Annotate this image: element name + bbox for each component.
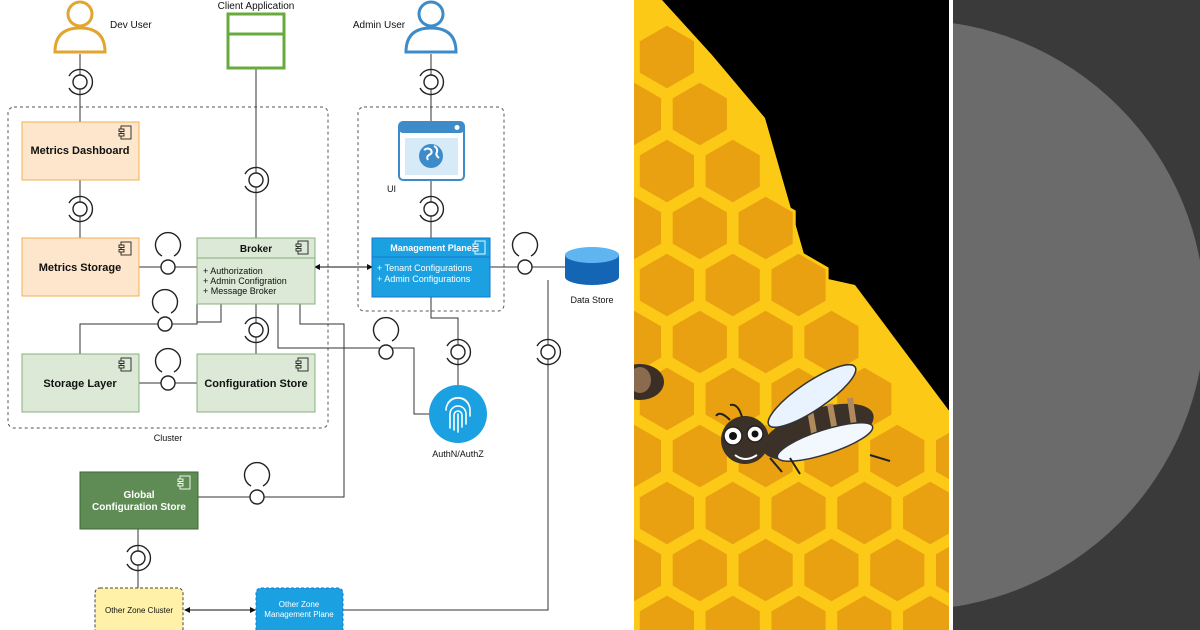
other-zone-mp-line1: Other Zone <box>279 600 320 609</box>
storage-layer-label: Storage Layer <box>43 378 117 390</box>
honeycomb-cell <box>867 535 928 605</box>
honeycomb-cell <box>735 307 796 377</box>
honeycomb-cell <box>702 364 763 434</box>
component-icon <box>118 241 132 256</box>
honeycomb-cell <box>573 366 630 432</box>
component-icon <box>118 125 132 140</box>
broker-item-admin-config: + Admin Configration <box>203 276 287 286</box>
interface-sockets <box>68 68 562 572</box>
component-icon <box>295 357 309 372</box>
honeycomb-cell <box>669 193 730 263</box>
metrics-storage-label: Metrics Storage <box>39 262 122 274</box>
global-config-line1: Global <box>123 490 154 501</box>
component-icon <box>177 475 191 490</box>
honeycomb-cell <box>573 480 630 546</box>
configuration-store-component: Configuration Store <box>196 353 316 413</box>
honeycomb-cell <box>801 307 862 377</box>
honeycomb-cell <box>634 79 665 149</box>
other-zone-management-plane-component: Other Zone Management Plane <box>255 587 344 630</box>
admin-user-icon <box>404 0 458 54</box>
honeycomb-cell <box>933 428 950 484</box>
honeycomb-cell <box>702 136 763 206</box>
honeycomb-cell <box>573 138 630 204</box>
honeycomb-cell <box>634 193 665 263</box>
honeycomb-cell <box>801 535 862 605</box>
metrics-dashboard-component: Metrics Dashboard <box>21 121 140 181</box>
honeycomb-cell <box>573 594 630 630</box>
honeycomb-cell <box>669 307 730 377</box>
honeycomb-cell <box>634 535 665 605</box>
data-store-label: Data Store <box>570 295 613 305</box>
honeycomb-cell <box>735 193 796 263</box>
bee-icon <box>715 363 891 475</box>
honeycomb-cell <box>768 250 829 320</box>
client-application-label: Client Application <box>218 1 295 12</box>
honeycomb-cell <box>669 421 730 491</box>
honeycomb-cell <box>768 478 829 548</box>
architecture-diagram: Dev User Client Application Admin User M… <box>7 0 619 630</box>
honeycomb-cell <box>634 307 665 377</box>
honeycomb-cell <box>573 24 630 90</box>
authn-authz-label: AuthN/AuthZ <box>432 449 484 459</box>
honeycomb-cell <box>636 478 697 548</box>
global-configuration-store-component: Global Configuration Store <box>79 471 199 530</box>
component-icon <box>472 240 486 255</box>
honeycomb-cell <box>735 535 796 605</box>
honeycomb-cell <box>540 81 597 147</box>
management-plane-item-tenant: + Tenant Configurations <box>377 263 473 273</box>
honeycomb-cell <box>702 250 763 320</box>
gray-disc-illustration <box>950 0 1200 630</box>
broker-item-authorization: + Authorization <box>203 266 263 276</box>
honeycomb-cell <box>834 592 895 630</box>
ui-browser-icon <box>398 121 465 181</box>
honeycomb-cell <box>900 478 950 548</box>
cluster-label: Cluster <box>154 433 183 443</box>
broker-title: Broker <box>240 244 272 255</box>
honeycomb-cell <box>900 592 950 630</box>
honeycomb-cell <box>636 136 697 206</box>
honeycomb-cell <box>636 250 697 320</box>
metrics-storage-component: Metrics Storage <box>21 237 140 297</box>
broker-item-message-broker: + Message Broker <box>203 286 276 296</box>
honeycomb-cell <box>834 478 895 548</box>
ui-label: UI <box>387 184 396 194</box>
honeycomb-cell <box>933 542 950 598</box>
honeycomb-cell <box>636 592 697 630</box>
bee-partial-icon <box>634 364 664 400</box>
data-store-icon <box>565 247 619 285</box>
dev-user-icon <box>53 0 107 54</box>
honeycomb-cell <box>702 592 763 630</box>
management-plane-title: Management Plane <box>390 243 472 253</box>
metrics-dashboard-label: Metrics Dashboard <box>30 145 129 157</box>
fingerprint-icon <box>429 385 487 443</box>
honeycomb-cell <box>768 592 829 630</box>
component-icon <box>295 240 309 255</box>
other-zone-cluster-component: Other Zone Cluster <box>94 587 184 630</box>
client-application-icon <box>226 12 286 70</box>
honeycomb-cell <box>540 0 597 33</box>
honeycomb-cell <box>636 22 697 92</box>
broker-component: Broker + Authorization + Admin Configrat… <box>196 237 316 305</box>
honeycomb-cell <box>634 421 665 491</box>
storage-layer-component: Storage Layer <box>21 353 140 413</box>
admin-user-label: Admin User <box>353 20 406 31</box>
honeycomb-cell <box>669 79 730 149</box>
honeycomb-bee-illustration <box>540 0 950 630</box>
other-zone-cluster-label: Other Zone Cluster <box>105 606 173 615</box>
honeycomb-cell <box>867 421 928 491</box>
configuration-store-label: Configuration Store <box>204 378 307 390</box>
global-config-line2: Configuration Store <box>92 502 186 513</box>
management-plane-component: Management Plane + Tenant Configurations… <box>371 237 491 298</box>
management-plane-item-admin: + Admin Configurations <box>377 274 471 284</box>
component-icon <box>118 357 132 372</box>
panel-divider <box>949 0 953 630</box>
honeycomb-cell <box>702 478 763 548</box>
honeycomb-cell <box>669 535 730 605</box>
dev-user-label: Dev User <box>110 20 152 31</box>
other-zone-mp-line2: Management Plane <box>264 610 334 619</box>
